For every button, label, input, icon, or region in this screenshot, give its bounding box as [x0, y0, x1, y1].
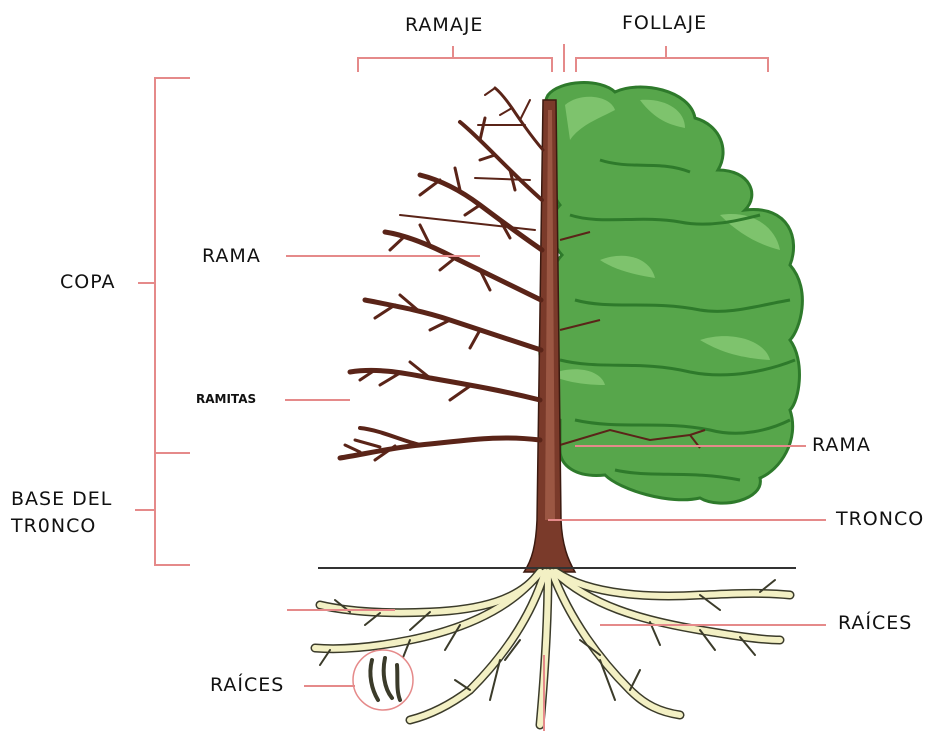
bracket-follaje: [576, 46, 768, 72]
label-tronco: TRONCO: [836, 510, 924, 529]
foliage: [540, 83, 803, 504]
label-ramitas: RAMITAS: [196, 393, 256, 405]
label-follaje: FOLLAJE: [622, 14, 707, 33]
bare-branches: [340, 88, 543, 460]
label-base-del-tronco: BASE DEL TR0NCO: [11, 486, 112, 539]
label-copa: COPA: [60, 273, 115, 292]
label-base-del-tronco-line1: BASE DEL: [11, 486, 112, 513]
label-rama-left: RAMA: [202, 247, 261, 266]
label-ramaje: RAMAJE: [405, 16, 483, 35]
bracket-ramaje: [358, 46, 552, 72]
root-hair-detail: [353, 650, 413, 710]
label-rama-right: RAMA: [812, 436, 871, 455]
bracket-copa: [138, 78, 190, 453]
label-raices-left: RAÍCES: [210, 676, 284, 695]
label-base-del-tronco-line2: TR0NCO: [11, 513, 112, 540]
label-raices-right: RAÍCES: [838, 614, 912, 633]
bracket-base-del-tronco: [135, 453, 190, 565]
